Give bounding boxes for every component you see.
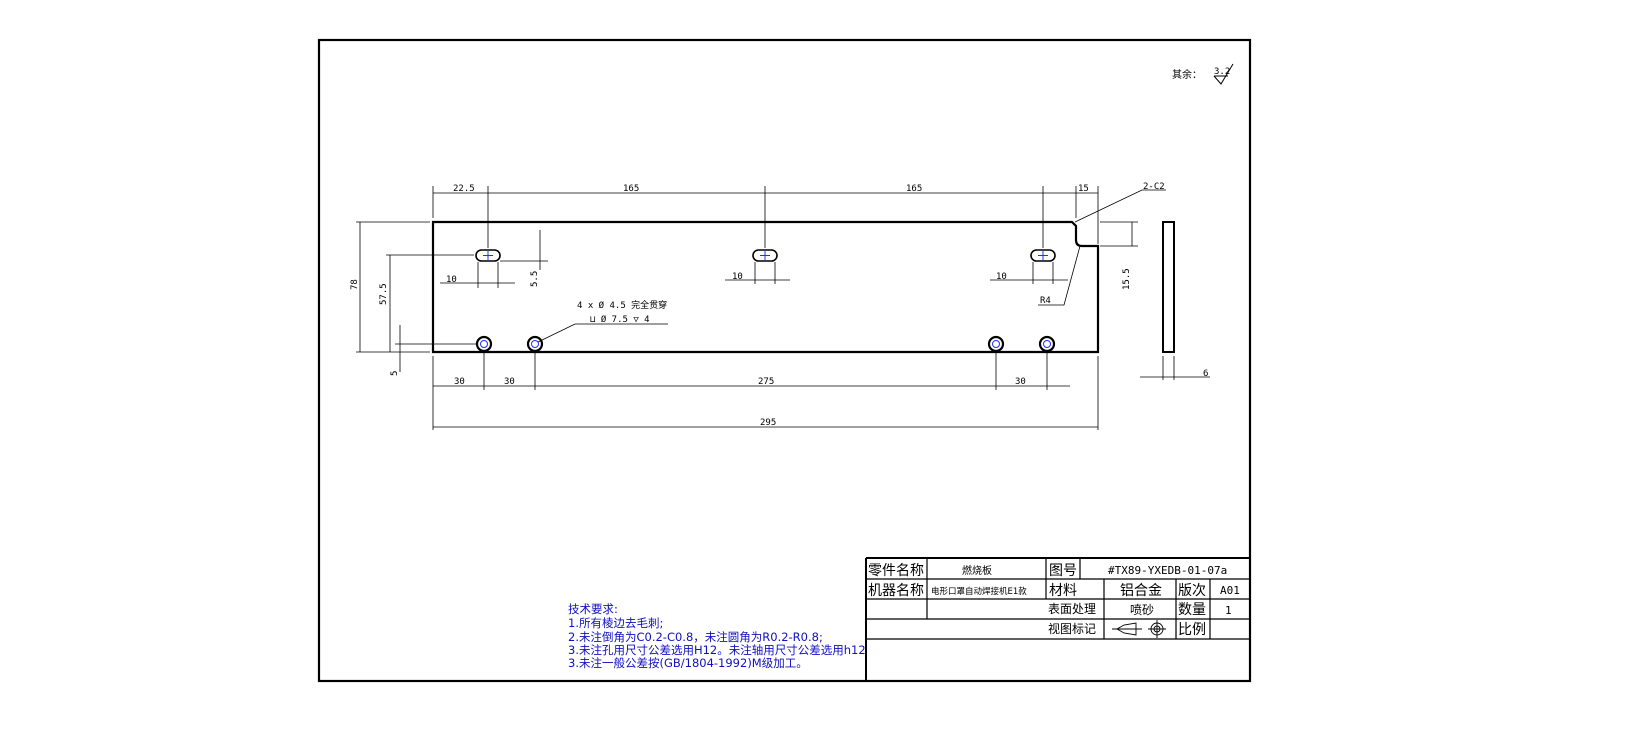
chamfer-leader	[1074, 189, 1166, 223]
dim-notch: 15.5	[1122, 268, 1132, 290]
roughness-value: 3.2	[1214, 67, 1230, 77]
dim-top-1: 22.5	[453, 184, 475, 194]
dim-bottom-offset: 5	[390, 371, 400, 376]
dim-slot-width-1: 10	[446, 275, 457, 285]
side-view-plate	[1162, 221, 1175, 353]
top-dimensions	[432, 186, 1099, 248]
slot-right	[1030, 249, 1056, 262]
requirement-item: 3.未注孔用尺寸公差选用H12。未注轴用尺寸公差选用h12	[568, 643, 866, 657]
requirement-item: 1.所有棱边去毛刺;	[568, 616, 663, 630]
machine-label: 机器名称	[868, 583, 924, 599]
hole-note-1: 4 x Ø 4.5 完全贯穿	[577, 299, 667, 311]
slot-width-dims	[440, 262, 1068, 288]
hole-2	[526, 335, 544, 353]
machine-value: 电形口罩自动焊接机E1款	[931, 586, 1027, 597]
drawing-no-value: #TX89-YXEDB-01-07a	[1108, 564, 1227, 577]
hole-4	[1038, 335, 1056, 353]
version-label: 版次	[1178, 583, 1206, 599]
surface-value: 喷砂	[1130, 603, 1154, 617]
qty-value: 1	[1225, 604, 1232, 617]
material-label: 材料	[1049, 583, 1077, 599]
dim-total: 295	[760, 418, 776, 428]
roughness-label: 其余：	[1172, 68, 1202, 81]
dim-radius: R4	[1040, 296, 1051, 306]
drawing-no-label: 图号	[1049, 563, 1077, 579]
hole-3	[987, 335, 1005, 353]
dim-bottom-3: 275	[758, 377, 774, 387]
surface-label: 表面处理	[1048, 602, 1096, 616]
dim-slot-width-2: 10	[732, 272, 743, 282]
notch-dims	[1100, 221, 1138, 247]
dim-chamfer: 2-C2	[1143, 182, 1165, 192]
plate-outline	[431, 220, 1100, 354]
roughness-symbol-icon	[1213, 63, 1234, 85]
dim-bottom-2: 30	[504, 377, 515, 387]
slot-middle	[752, 249, 778, 262]
dim-height: 78	[350, 279, 360, 290]
dim-thickness: 6	[1203, 369, 1208, 379]
version-value: A01	[1220, 584, 1240, 597]
scale-label: 比例	[1178, 622, 1206, 638]
dim-top-4: 15	[1078, 184, 1089, 194]
material-value: 铝合金	[1120, 583, 1162, 599]
dim-top-2: 165	[623, 184, 639, 194]
dim-top-3: 165	[906, 184, 922, 194]
hole-1	[475, 335, 493, 353]
dim-slot-width-3: 10	[996, 272, 1007, 282]
dim-slot-offset: 5.5	[530, 271, 540, 287]
view-label: 视图标记	[1048, 621, 1096, 636]
projection-symbol-icon	[1112, 620, 1166, 638]
requirements-title: 技术要求:	[568, 602, 618, 616]
dim-bottom-4: 30	[1015, 377, 1026, 387]
title-block-grid	[866, 558, 1250, 640]
part-name-label: 零件名称	[868, 563, 924, 579]
slot-left	[475, 249, 501, 262]
requirement-item: 2.未注倒角为C0.2-C0.8，未注圆角为R0.2-R0.8;	[568, 630, 823, 644]
drawing-border	[317, 38, 1252, 683]
radius-leader	[1038, 245, 1081, 306]
dim-bottom-1: 30	[454, 377, 465, 387]
qty-label: 数量	[1178, 602, 1206, 618]
part-name-value: 燃烧板	[962, 564, 992, 577]
bottom-dims	[432, 352, 1210, 430]
hole-note-leader	[537, 323, 668, 343]
dim-hole-row-height: 57.5	[379, 283, 389, 305]
requirement-item: 3.未注一般公差按(GB/1804-1992)M级加工。	[568, 656, 808, 670]
hole-note-2: ⊔ Ø 7.5 ▽ 4	[590, 314, 650, 325]
technical-requirements: 技术要求: 1.所有棱边去毛刺; 2.未注倒角为C0.2-C0.8，未注圆角为R…	[568, 602, 866, 670]
left-dims	[356, 221, 548, 372]
roughness-note: 其余： 3.2	[1172, 63, 1234, 85]
